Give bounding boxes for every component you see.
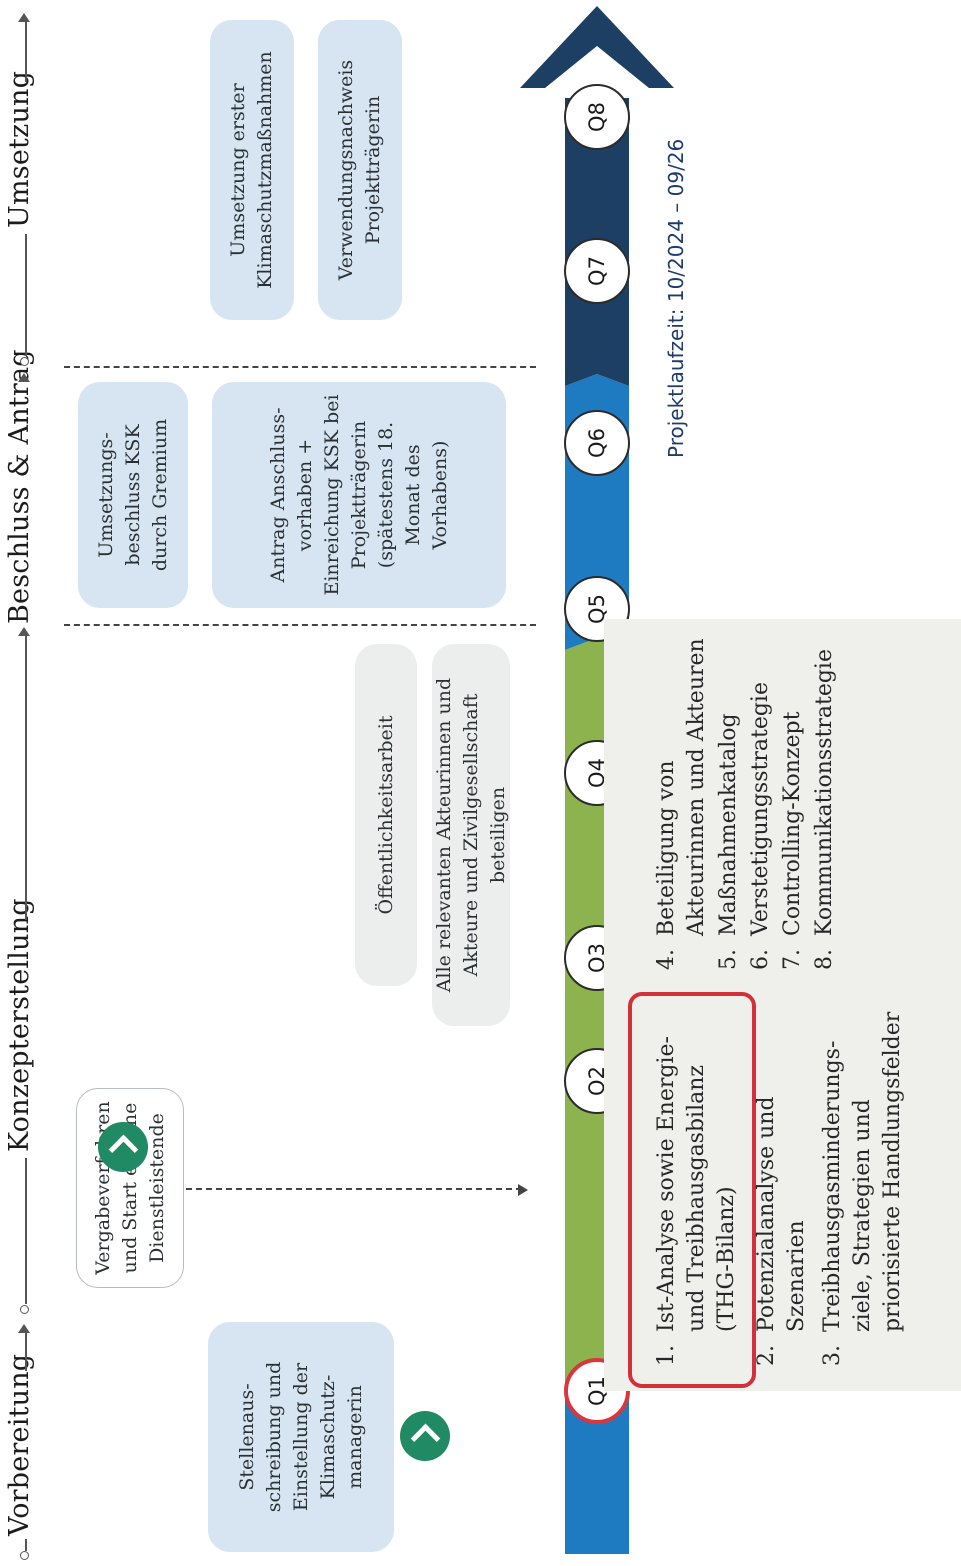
step-item: 4. Beteiligung von Akteurinnen und Akteur… bbox=[652, 630, 712, 970]
project-duration: Projektlaufzeit: 10/2024 – 09/26 bbox=[664, 138, 688, 458]
step-number: 2. bbox=[754, 1345, 779, 1366]
step-text: Kommunikationsstrategie bbox=[812, 649, 837, 936]
step-number: 6. bbox=[748, 949, 773, 970]
step-item: 5. Maßnahmenkatalog bbox=[714, 630, 744, 970]
step-number: 3. bbox=[820, 1345, 845, 1366]
quarter-q6: Q6 bbox=[564, 410, 630, 476]
timeline-segment-blue bbox=[565, 1376, 629, 1554]
timeline-segment-navy bbox=[520, 6, 674, 386]
step-text: Potenzialanalyse und Szenarien bbox=[754, 1096, 809, 1332]
step-number: 4. bbox=[654, 949, 679, 970]
steps-list-left: 1. Ist-Analyse sowie Energie- und Treibha… bbox=[652, 1002, 910, 1366]
step-text: Treibhausgasminderungs-ziele, Strategien… bbox=[820, 1011, 905, 1332]
step-text: Ist-Analyse sowie Energie- und Treibhaus… bbox=[654, 1036, 739, 1332]
step-number: 5. bbox=[716, 949, 741, 970]
step-item: 7. Controlling-Konzept bbox=[778, 630, 808, 970]
quarter-q7: Q7 bbox=[564, 238, 630, 304]
step-item: 6. Verstetigungsstrategie bbox=[746, 630, 776, 970]
step-item: 3. Treibhausgasminderungs-ziele, Strategi… bbox=[818, 1002, 908, 1366]
step-item: 1. Ist-Analyse sowie Energie- und Treibha… bbox=[652, 1002, 742, 1366]
quarter-q8: Q8 bbox=[564, 84, 630, 150]
step-item: 8. Kommunikationsstrategie bbox=[810, 630, 840, 970]
steps-list-right: 4. Beteiligung von Akteurinnen und Akteur… bbox=[652, 630, 842, 970]
step-text: Controlling-Konzept bbox=[780, 711, 805, 936]
step-number: 1. bbox=[654, 1345, 679, 1366]
step-number: 7. bbox=[780, 949, 805, 970]
step-number: 8. bbox=[812, 949, 837, 970]
timeline-arrow-notch bbox=[545, 46, 649, 98]
step-text: Beteiligung von Akteurinnen und Akteuren bbox=[654, 638, 709, 936]
step-text: Verstetigungsstrategie bbox=[748, 682, 773, 936]
step-item: 2. Potenzialanalyse und Szenarien bbox=[752, 1002, 812, 1366]
step-text: Maßnahmenkatalog bbox=[716, 713, 741, 936]
